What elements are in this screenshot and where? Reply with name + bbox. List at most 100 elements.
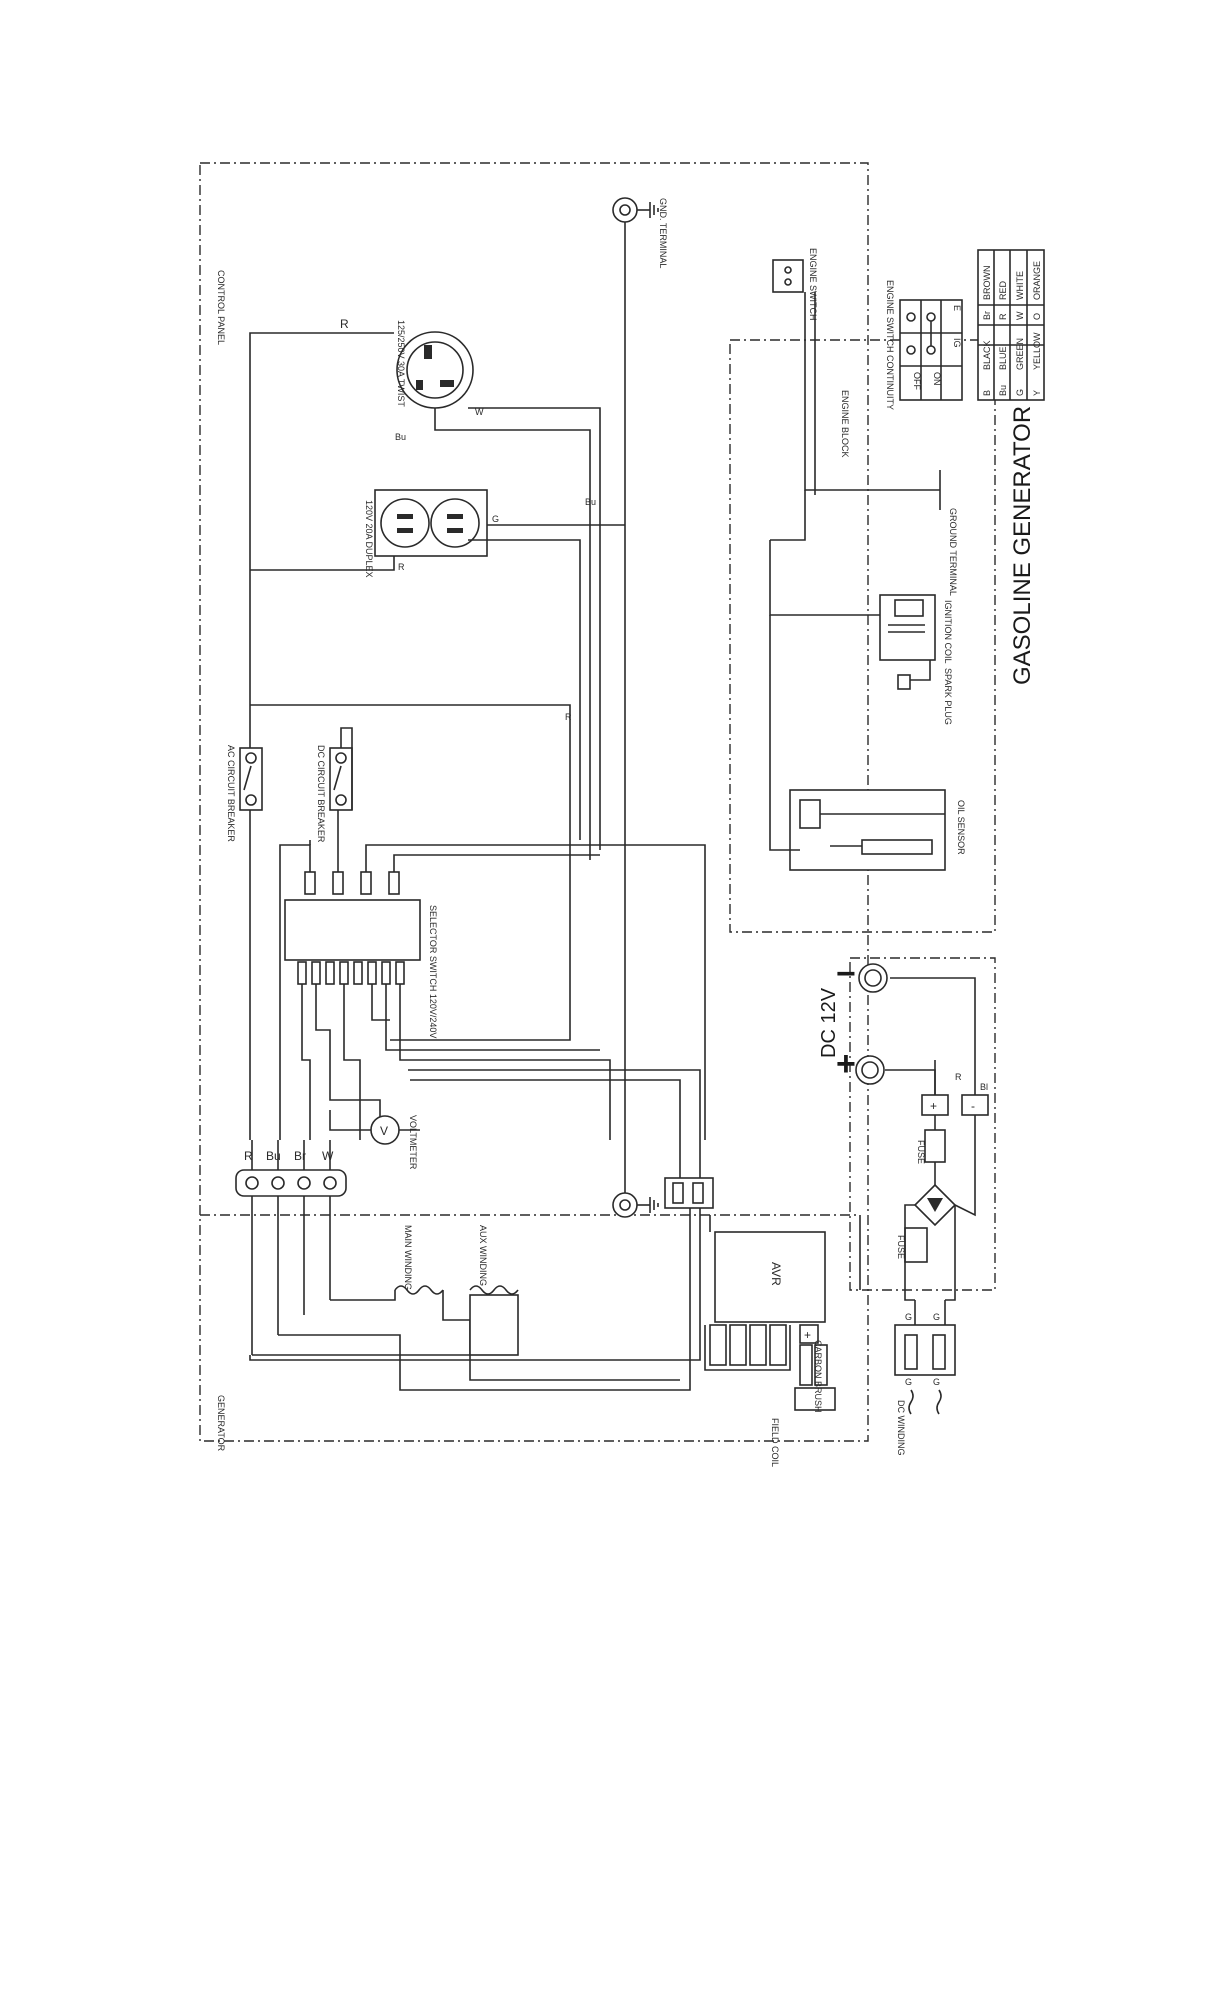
ac-circuit-breaker: AC CIRCUIT BREAKER bbox=[226, 745, 263, 842]
dc-winding-connector bbox=[894, 1324, 956, 1376]
engine-switch: ENGINE SWITCH bbox=[772, 248, 940, 495]
color-legend: B BLACK Br BROWN Bu BLUE R RED G GREEN W… bbox=[977, 249, 1045, 401]
twist-lock-receptacle: 125/250V 30A TWIST bbox=[396, 320, 474, 409]
legend-r2-c0: G bbox=[1015, 389, 1025, 396]
legend-r1-c0: Bu bbox=[998, 385, 1008, 396]
wire-blue-duplex bbox=[468, 539, 581, 840]
ignition-coil: IGNITION COIL SPARK PLUG bbox=[769, 540, 953, 725]
minus-terminal-glyph: - bbox=[971, 1099, 975, 1113]
ground-terminal-bottom bbox=[612, 1192, 659, 1218]
wire-sel-8 bbox=[371, 984, 390, 1021]
wire-sel-10 bbox=[399, 984, 611, 1140]
wire-sel-4 bbox=[393, 854, 600, 872]
dc-circuit-breaker: DC CIRCUIT BREAKER bbox=[316, 727, 353, 843]
legend-r0-c1: BLACK bbox=[982, 340, 992, 370]
spark-plug-label: SPARK PLUG bbox=[943, 668, 953, 725]
plus-terminal-glyph: + bbox=[930, 1099, 937, 1113]
fuse-upper bbox=[924, 1129, 946, 1163]
wire-label-r-duplex: R bbox=[398, 562, 405, 572]
voltmeter: V VOLTMETER bbox=[329, 1110, 420, 1170]
ground-terminal-right: GROUND TERMINAL bbox=[939, 470, 958, 596]
wire-label-g-2: G bbox=[933, 1312, 940, 1322]
wire-label-g-1: G bbox=[905, 1312, 912, 1322]
wire-label-g-3: G bbox=[905, 1377, 912, 1387]
legend-r3-c2: O bbox=[1032, 313, 1042, 320]
carbon-brush: + CARBON BRUSH bbox=[794, 1324, 836, 1413]
wire-engine-link bbox=[770, 490, 806, 541]
legend-r0-c2: Br bbox=[982, 311, 992, 320]
connector-block bbox=[664, 1177, 714, 1209]
diagram-title: GASOLINE GENERATOR bbox=[1009, 406, 1036, 685]
wire-sel-3 bbox=[365, 844, 706, 1140]
legend-r3-c3: ORANGE bbox=[1032, 261, 1042, 300]
continuity-ig: IG bbox=[952, 338, 962, 348]
dc-section: FUSE FUSE + - R Bl G G G G DC WINDING bbox=[855, 963, 989, 1456]
avr-module: AVR bbox=[704, 1215, 826, 1371]
legend-r0-c3: BROWN bbox=[982, 266, 992, 301]
wire-sel-6 bbox=[315, 984, 381, 1140]
oil-sensor: OIL SENSOR bbox=[769, 789, 966, 871]
wire-gen-1 bbox=[249, 1208, 701, 1361]
wire-sel-1 bbox=[279, 844, 311, 1140]
selector-switch: SELECTOR SWITCH 120V/240V bbox=[284, 871, 438, 1038]
engine-switch-continuity-table: ENGINE SWITCH CONTINUITY OFF ON IG E bbox=[885, 280, 963, 410]
voltmeter-v: V bbox=[380, 1124, 388, 1138]
dc-12v-label: DC 12V bbox=[818, 987, 840, 1058]
legend-r1-c1: BLUE bbox=[998, 346, 1008, 370]
ground-terminal-top: GND. TERMINAL bbox=[612, 197, 668, 1205]
aux-winding-label: AUX WINDING bbox=[478, 1225, 488, 1286]
legend-r1-c2: R bbox=[998, 313, 1008, 320]
fuse-upper-label: FUSE bbox=[916, 1140, 926, 1164]
wire-label-r-dc: R bbox=[955, 1072, 962, 1082]
voltmeter-label: VOLTMETER bbox=[408, 1115, 418, 1170]
main-winding-label: MAIN WINDING bbox=[403, 1225, 413, 1290]
field-coil-label: FIELD COIL bbox=[770, 1418, 780, 1467]
gnd-terminal-label: GND. TERMINAL bbox=[658, 198, 668, 268]
receptacle-20a-label: 120V 20A DUPLEX bbox=[364, 500, 374, 578]
wire-sel-5 bbox=[301, 984, 311, 1140]
tb-label-w: W bbox=[322, 1149, 334, 1163]
wire-label-w: W bbox=[475, 407, 484, 417]
fuse-lower-label: FUSE bbox=[896, 1235, 906, 1259]
wire-blue bbox=[434, 408, 591, 860]
legend-r2-c1: GREEN bbox=[1015, 338, 1025, 370]
continuity-on: ON bbox=[932, 372, 942, 386]
fuse-lower bbox=[904, 1227, 928, 1263]
selector-switch-label: SELECTOR SWITCH 120V/240V bbox=[428, 905, 438, 1038]
continuity-off: OFF bbox=[912, 372, 922, 390]
wire-sel-9 bbox=[385, 984, 600, 1051]
control-panel-label: CONTROL PANEL bbox=[216, 270, 226, 345]
wire-red-main bbox=[249, 332, 394, 1140]
duplex-receptacle: 120V 20A DUPLEX bbox=[364, 489, 488, 578]
ignition-coil-label: IGNITION COIL bbox=[943, 600, 953, 664]
receptacle-30a-label: 125/250V 30A TWIST bbox=[396, 320, 406, 407]
wire-label-bl-dc: Bl bbox=[980, 1082, 988, 1092]
dc-winding-label: DC WINDING bbox=[896, 1400, 906, 1456]
generator-label: GENERATOR bbox=[216, 1395, 226, 1452]
legend-r1-c3: RED bbox=[998, 280, 1008, 300]
avr-label: AVR bbox=[769, 1262, 783, 1286]
brush-plus: + bbox=[804, 1328, 811, 1342]
wire-white bbox=[468, 407, 601, 850]
wire-gen-2 bbox=[399, 1208, 691, 1391]
wire-red-duplex bbox=[250, 556, 395, 571]
wire-label-bu-mid: Bu bbox=[585, 497, 596, 507]
continuity-e: E bbox=[952, 305, 962, 311]
engine-switch-label: ENGINE SWITCH bbox=[808, 248, 818, 321]
wire-label-bu-top: Bu bbox=[395, 432, 406, 442]
wire-label-g-duplex: G bbox=[492, 514, 499, 524]
legend-r2-c2: W bbox=[1015, 311, 1025, 320]
ground-terminal-right-label: GROUND TERMINAL bbox=[948, 508, 958, 596]
brush-label: CARBON BRUSH bbox=[813, 1340, 823, 1413]
engine-block-label: ENGINE BLOCK bbox=[840, 390, 850, 458]
engine-enclosure bbox=[729, 339, 996, 933]
continuity-title: ENGINE SWITCH CONTINUITY bbox=[885, 280, 895, 410]
tb-label-bu: Bu bbox=[266, 1149, 281, 1163]
wire-label-r-top: R bbox=[340, 317, 349, 331]
legend-r0-c0: B bbox=[982, 390, 992, 396]
dc-breaker-label: DC CIRCUIT BREAKER bbox=[316, 745, 326, 843]
legend-r3-c1: YELLOW bbox=[1032, 332, 1042, 370]
dc-minus-sign: − bbox=[836, 955, 856, 993]
